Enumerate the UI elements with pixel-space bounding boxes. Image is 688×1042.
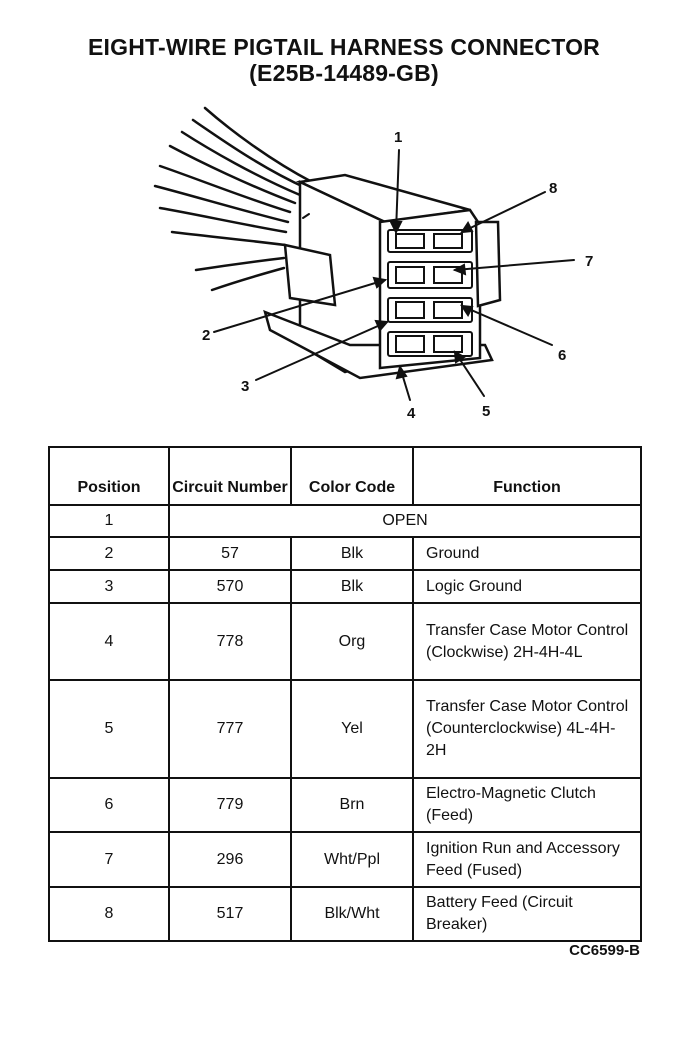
callout-5: 5 [482,403,490,420]
cell-circuit: 778 [168,602,292,681]
table-row: 7 296 Wht/Ppl Ignition Run and Accessory… [48,831,642,888]
leader-lines [213,149,575,401]
header-position: Position [48,446,170,506]
cell-circuit: 570 [168,569,292,604]
cell-circuit: 296 [168,831,292,888]
cell-color: Blk [290,569,414,604]
cell-circuit: 57 [168,536,292,571]
callout-8: 8 [549,180,557,197]
connector-diagram: 1 2 3 4 5 6 7 8 [153,106,593,422]
cell-position: 5 [48,679,170,779]
header-color-code: Color Code [290,446,414,506]
title-line-2: (E25B-14489-GB) [249,60,439,86]
wire-bundle [153,106,314,292]
callout-3: 3 [241,378,249,395]
table-row: 1 OPEN [48,504,642,538]
callout-1: 1 [394,129,402,146]
cell-position: 4 [48,602,170,681]
table-row: 2 57 Blk Ground [48,536,642,571]
cell-function: Transfer Case Motor Control (Countercloc… [412,679,642,779]
cell-position: 1 [48,504,170,538]
cell-position: 3 [48,569,170,604]
table-row: 3 570 Blk Logic Ground [48,569,642,604]
table-row: 8 517 Blk/Wht Battery Feed (Circuit Brea… [48,886,642,942]
cell-function: Battery Feed (Circuit Breaker) [412,886,642,942]
cell-position: 6 [48,777,170,833]
header-function: Function [412,446,642,506]
cell-function: Ground [412,536,642,571]
pinout-table: Position Circuit Number Color Code Funct… [48,446,642,942]
cell-function: Logic Ground [412,569,642,604]
title-line-1: EIGHT-WIRE PIGTAIL HARNESS CONNECTOR [88,34,600,60]
callout-7: 7 [585,253,593,270]
cell-color: Brn [290,777,414,833]
cell-circuit: 777 [168,679,292,779]
header-circuit-number: Circuit Number [168,446,292,506]
table-row: 4 778 Org Transfer Case Motor Control (C… [48,602,642,681]
connector-housing [263,173,502,380]
cell-circuit: 517 [168,886,292,942]
cell-color: Org [290,602,414,681]
callout-2: 2 [202,327,210,344]
cell-function: Ignition Run and Accessory Feed (Fused) [412,831,642,888]
callout-6: 6 [558,347,566,364]
figure-code: CC6599-B [569,942,640,959]
cell-position: 7 [48,831,170,888]
cell-position: 2 [48,536,170,571]
cell-function: Electro-Magnetic Clutch (Feed) [412,777,642,833]
cell-position: 8 [48,886,170,942]
table-row: 5 777 Yel Transfer Case Motor Control (C… [48,679,642,779]
cell-color: Yel [290,679,414,779]
cell-circuit: 779 [168,777,292,833]
table-header-row: Position Circuit Number Color Code Funct… [48,446,642,506]
table-row: 6 779 Brn Electro-Magnetic Clutch (Feed) [48,777,642,833]
cell-color: Wht/Ppl [290,831,414,888]
cell-function: Transfer Case Motor Control (Clockwise) … [412,602,642,681]
cell-color: Blk [290,536,414,571]
cell-color: Blk/Wht [290,886,414,942]
terminal-cavities [302,213,473,357]
cell-open: OPEN [168,504,642,538]
callout-4: 4 [407,405,416,422]
